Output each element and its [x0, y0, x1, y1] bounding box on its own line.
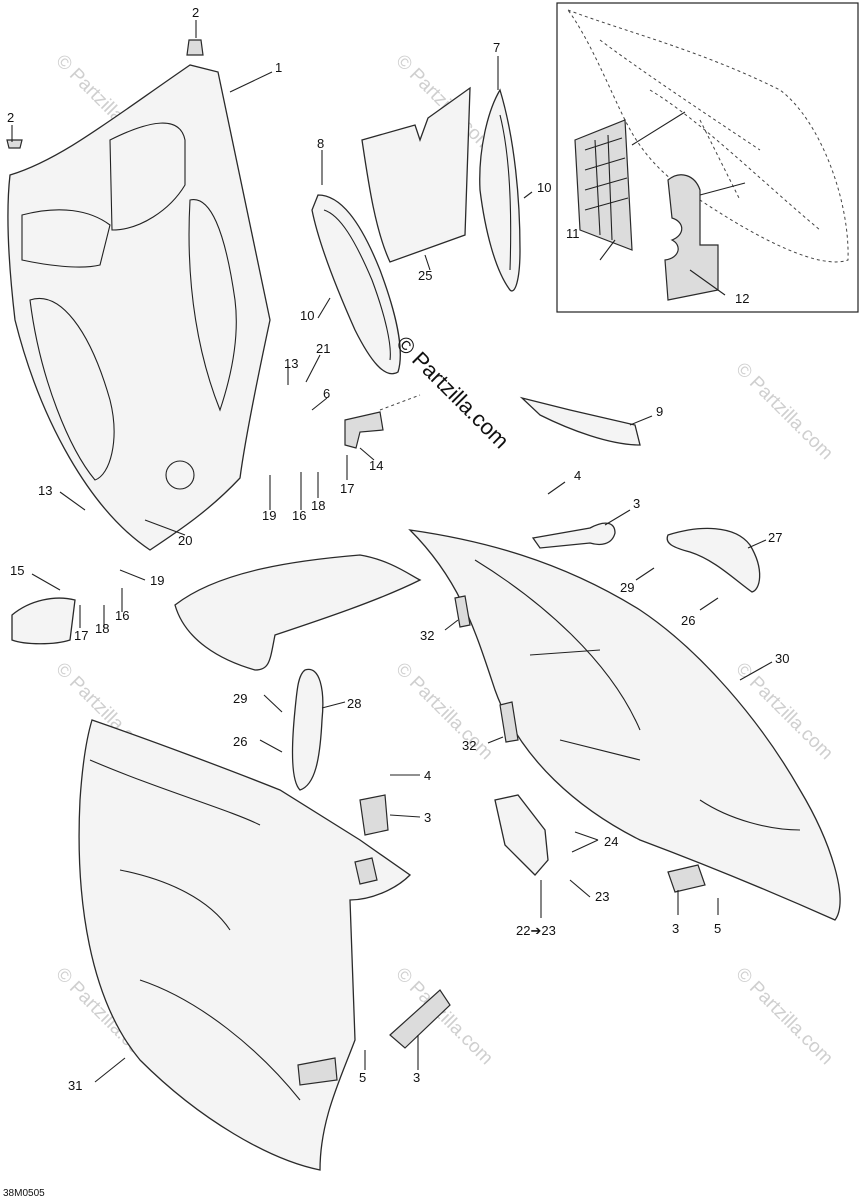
watermark-tile: © Partzilla.com — [731, 964, 836, 1069]
clip-2-left — [6, 139, 23, 149]
part-31-handle-pocket — [354, 857, 378, 885]
callout-18-upper: 18 — [311, 498, 325, 513]
inset-seat-outline — [566, 8, 849, 263]
part-1-slot-lower — [29, 298, 115, 481]
callout-2-top: 2 — [192, 5, 199, 20]
callout-5-lower: 5 — [359, 1070, 366, 1085]
callout-2-left: 2 — [7, 110, 14, 125]
callout-4-mid: 4 — [424, 768, 431, 783]
inset-arrows — [631, 111, 746, 196]
callout-12: 12 — [735, 291, 749, 306]
callout-14: 14 — [369, 458, 383, 473]
inset-detail — [556, 2, 859, 313]
leader-lines — [11, 20, 773, 1083]
callout-29-left: 29 — [233, 691, 247, 706]
callout-3-mid: 3 — [424, 810, 431, 825]
part-3-handle-right — [667, 864, 706, 893]
callout-16-lower: 16 — [115, 608, 129, 623]
callout-8: 8 — [317, 136, 324, 151]
part-1-vent-upper — [21, 209, 111, 268]
part-30-contours — [474, 559, 801, 831]
part-30-side-panel — [408, 529, 841, 921]
part-1-slot — [188, 199, 237, 412]
callout-20: 20 — [178, 533, 192, 548]
callout-26-right: 26 — [681, 613, 695, 628]
part-27-trim — [666, 527, 761, 593]
part-7-vent-inner — [499, 114, 512, 271]
part-28-trim — [291, 668, 324, 791]
part-25-panel — [361, 86, 471, 263]
part-8-vent-frame — [311, 194, 401, 375]
callout-24: 24 — [604, 834, 618, 849]
callout-23: 23 — [595, 889, 609, 904]
part-1-vent-window — [109, 122, 186, 231]
callout-28: 28 — [347, 696, 361, 711]
callout-3-lower: 3 — [413, 1070, 420, 1085]
callout-9: 9 — [656, 404, 663, 419]
callout-27: 27 — [768, 530, 782, 545]
part-8-vent-inner — [323, 209, 391, 361]
callout-10-right: 10 — [537, 180, 551, 195]
part-14-leader — [379, 394, 421, 411]
part-3-handle-lower — [389, 989, 451, 1049]
callout-31: 31 — [68, 1078, 82, 1093]
watermark-tile: © Partzilla.com — [391, 964, 496, 1069]
callouts: 1 2 2 7 8 10 10 25 11 12 9 13 21 6 14 17… — [7, 5, 789, 1093]
watermark-tile: © Partzilla.com — [391, 659, 496, 764]
callout-3-right: 3 — [672, 921, 679, 936]
foam-pad-12 — [664, 174, 719, 301]
callout-21: 21 — [316, 341, 330, 356]
part-3-handle-upper — [531, 522, 616, 549]
part-22-bracket — [494, 794, 549, 876]
callout-22-to-23: 22➔23 — [516, 923, 556, 938]
callout-17-upper: 17 — [340, 481, 354, 496]
clip-2-top — [186, 39, 204, 56]
callout-29-right: 29 — [620, 580, 634, 595]
callout-5-right: 5 — [714, 921, 721, 936]
callout-26-left: 26 — [233, 734, 247, 749]
part-14-bracket — [344, 411, 384, 449]
watermark-main: © Partzilla.com — [391, 331, 514, 454]
callout-11: 11 — [566, 226, 580, 241]
callout-25: 25 — [418, 268, 432, 283]
callout-18-lower: 18 — [95, 621, 109, 636]
callout-32-upper: 32 — [420, 628, 434, 643]
upper-trim-center — [174, 554, 422, 671]
callout-10-left: 10 — [300, 308, 314, 323]
callout-7: 7 — [493, 40, 500, 55]
watermark-tile: © Partzilla.com — [731, 359, 836, 464]
callout-30: 30 — [775, 651, 789, 666]
callout-4-upper: 4 — [574, 468, 581, 483]
callout-19-lower: 19 — [150, 573, 164, 588]
callout-3-upper: 3 — [633, 496, 640, 511]
callout-32-lower: 32 — [462, 738, 476, 753]
callout-19-upper: 19 — [262, 508, 276, 523]
callout-13-lower: 13 — [38, 483, 52, 498]
callout-16-upper: 16 — [292, 508, 306, 523]
part-15-bracket — [11, 597, 76, 645]
figure-code: 38M0505 — [3, 1188, 45, 1199]
part-9-trim — [519, 396, 641, 446]
part-1-side-panel — [7, 64, 271, 551]
foam-pad-11-grid — [584, 134, 629, 241]
part-31-lower-panel — [78, 719, 412, 1171]
part-1-hole — [165, 460, 195, 490]
callout-17-lower: 17 — [74, 628, 88, 643]
part-32-clip-upper — [454, 595, 471, 628]
callout-1: 1 — [275, 60, 282, 75]
callout-13-upper: 13 — [284, 356, 298, 371]
part-3-handle-mid — [359, 794, 389, 836]
part-7-vent-frame — [479, 88, 521, 292]
part-32-clip-lower — [499, 701, 519, 743]
callout-6: 6 — [323, 386, 330, 401]
part-31-contours — [89, 759, 301, 1101]
callout-15: 15 — [10, 563, 24, 578]
part-31-handle-pocket-lower — [297, 1057, 338, 1086]
